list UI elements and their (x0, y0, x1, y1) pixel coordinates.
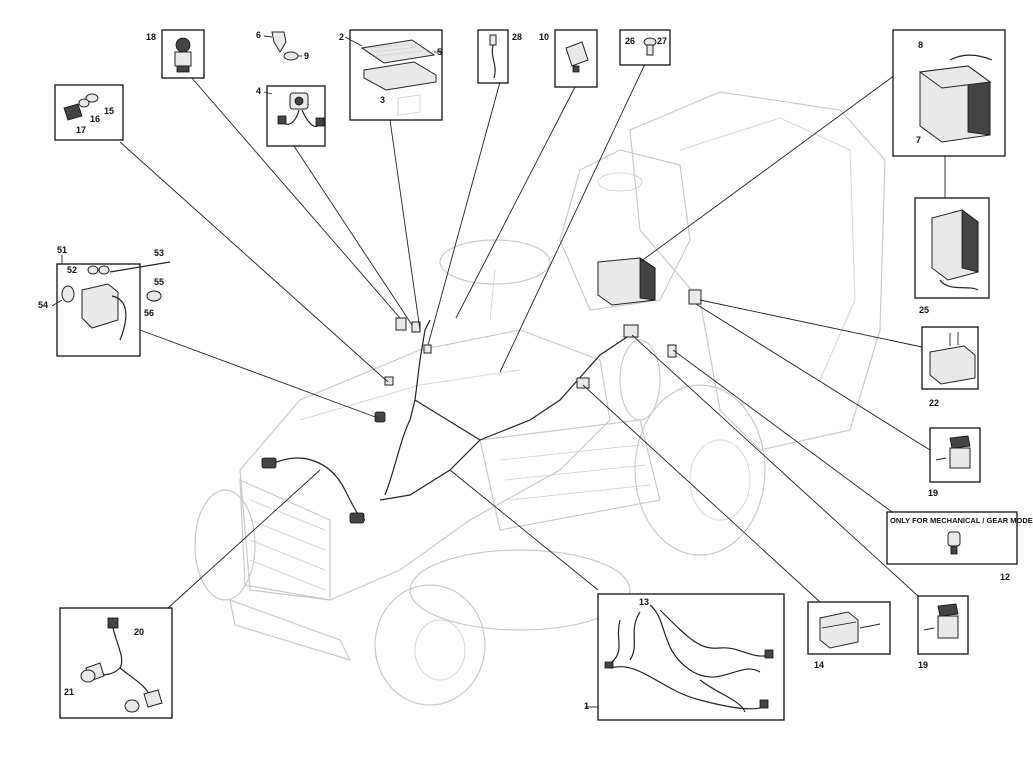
label-55: 55 (154, 277, 164, 287)
detail-box-4 (263, 85, 326, 147)
detail-box-26-27 (619, 29, 671, 66)
label-2: 2 (339, 32, 344, 42)
label-4: 4 (256, 86, 261, 96)
label-22: 22 (929, 398, 939, 408)
label-14: 14 (814, 660, 824, 670)
label-19-upper: 19 (928, 488, 938, 498)
label-56: 56 (144, 308, 154, 318)
detail-box-17 (54, 84, 124, 141)
detail-box-1 (597, 593, 785, 721)
detail-box-21 (59, 607, 173, 719)
label-3: 3 (380, 95, 385, 105)
label-28: 28 (512, 32, 522, 42)
label-mechanical-models-note: ONLY FOR MECHANICAL / GEAR MODELS (890, 516, 1033, 525)
label-53: 53 (154, 248, 164, 258)
label-27: 27 (657, 36, 667, 46)
label-9: 9 (304, 51, 309, 61)
label-8: 8 (918, 40, 923, 50)
detail-box-19-upper (929, 427, 981, 483)
detail-box-28 (477, 29, 509, 84)
label-10: 10 (539, 32, 549, 42)
detail-key-6-9 (263, 31, 302, 61)
label-20: 20 (134, 627, 144, 637)
detail-box-10 (554, 29, 598, 88)
label-26: 26 (625, 36, 635, 46)
label-52: 52 (67, 265, 77, 275)
label-15: 15 (104, 106, 114, 116)
label-13: 13 (639, 597, 649, 607)
label-25: 25 (919, 305, 929, 315)
label-7: 7 (916, 135, 921, 145)
detail-box-18 (161, 29, 205, 79)
label-6: 6 (256, 30, 261, 40)
label-51: 51 (57, 245, 67, 255)
label-18: 18 (146, 32, 156, 42)
tractor-outline (194, 91, 886, 706)
label-54: 54 (38, 300, 48, 310)
label-16: 16 (90, 114, 100, 124)
wiring-harness-on-tractor (261, 257, 702, 524)
label-19-lower: 19 (918, 660, 928, 670)
detail-box-2 (344, 29, 443, 121)
detail-box-19-lower (917, 595, 969, 655)
detail-box-22 (921, 326, 979, 390)
detail-box-14 (807, 601, 891, 655)
part-labels: 1 2 3 4 5 6 7 8 9 10 12 13 14 15 16 17 1… (38, 30, 1033, 711)
label-5: 5 (437, 47, 442, 57)
label-17: 17 (76, 125, 86, 135)
detail-box-25 (914, 197, 990, 299)
label-12: 12 (1000, 572, 1010, 582)
detail-box-12 (886, 511, 1018, 565)
label-21: 21 (64, 687, 74, 697)
leader-lines (119, 63, 946, 708)
label-1: 1 (584, 701, 589, 711)
detail-box-7 (892, 29, 1006, 157)
detail-box-51 (51, 255, 171, 357)
